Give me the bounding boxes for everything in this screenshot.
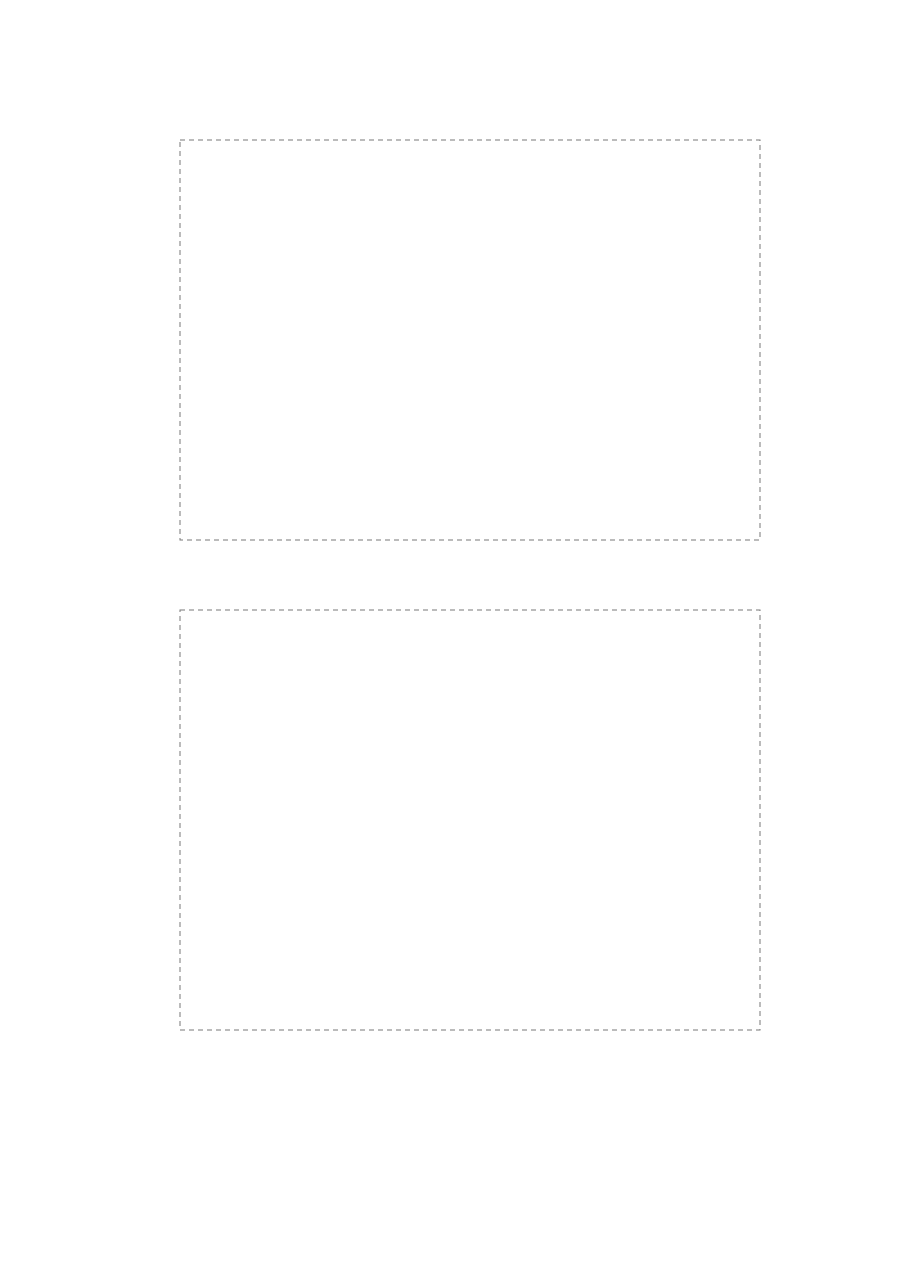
figure-bottom-frame bbox=[180, 610, 760, 1030]
figure-top-frame bbox=[180, 140, 760, 540]
